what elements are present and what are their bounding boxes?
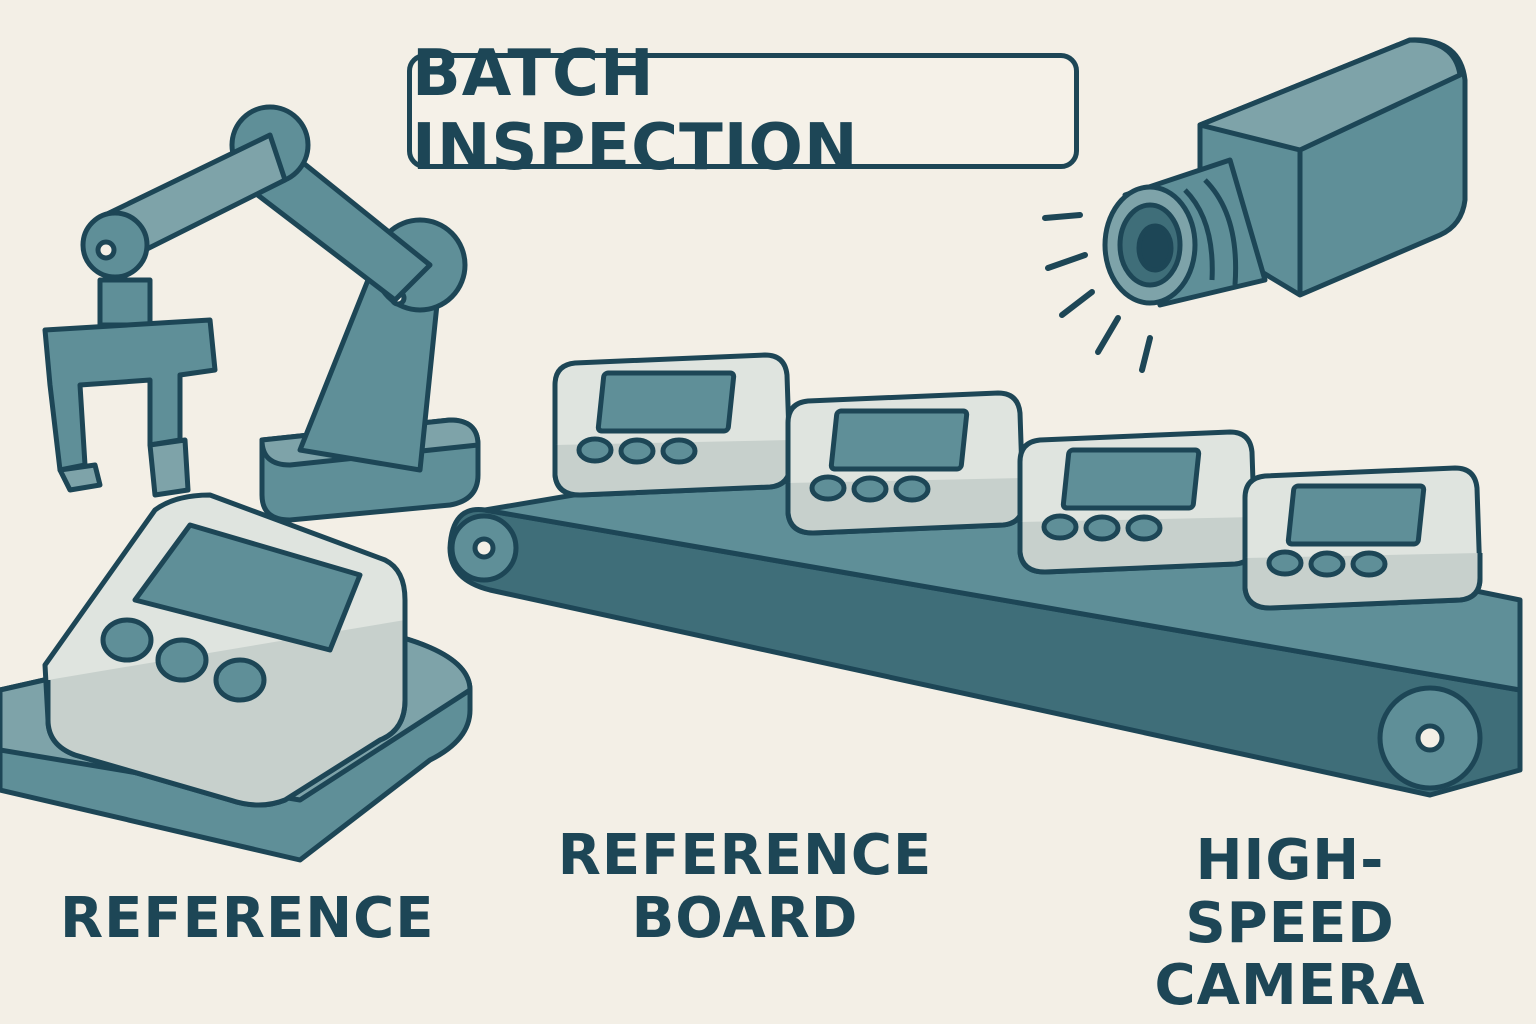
camera-label-line1: HIGH-SPEED <box>1185 828 1395 956</box>
reference-device-icon <box>0 492 473 863</box>
camera-flash-icon <box>1042 212 1153 373</box>
belt-device-2 <box>788 393 1023 533</box>
camera-icon <box>1102 37 1468 308</box>
belt-device-1 <box>555 355 790 495</box>
robot-arm-icon <box>42 104 481 523</box>
reference-board-label-line1: REFERENCE <box>557 823 933 888</box>
reference-label: REFERENCE <box>60 887 433 951</box>
reference-board-label-line2: BOARD <box>631 885 859 951</box>
reference-label-text: REFERENCE <box>60 886 435 951</box>
camera-label: HIGH-SPEED CAMERA <box>1100 828 1480 1019</box>
page-title: BATCH INSPECTION <box>412 37 859 185</box>
belt-device-4 <box>1245 468 1480 608</box>
camera-label-line2: CAMERA <box>1154 953 1426 1019</box>
reference-board-label: REFERENCE BOARD <box>545 823 945 951</box>
conveyor-belt-icon <box>447 452 1523 798</box>
belt-device-3 <box>1020 432 1255 572</box>
title-box: BATCH INSPECTION <box>407 37 1079 185</box>
